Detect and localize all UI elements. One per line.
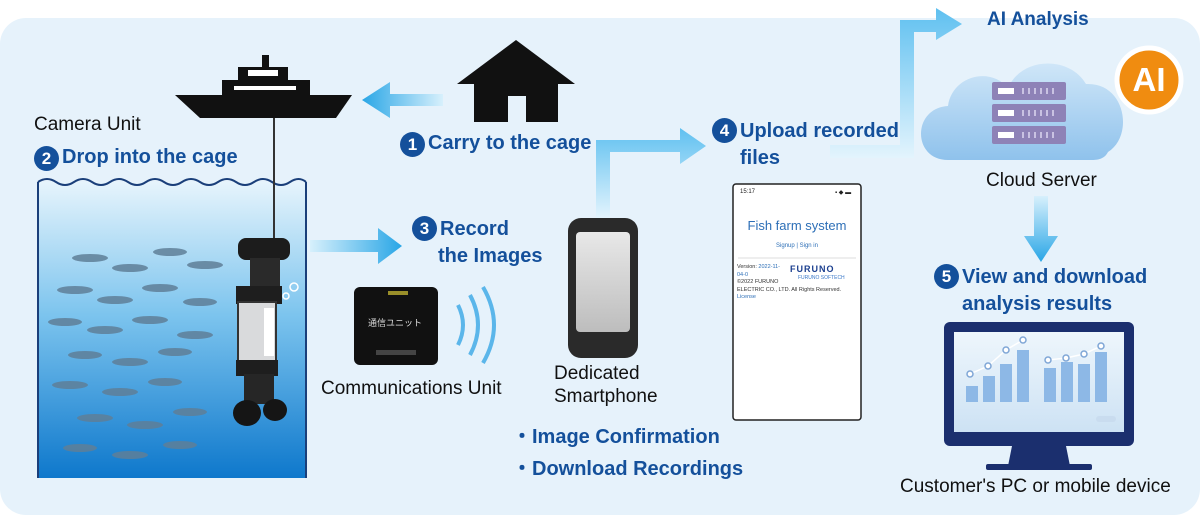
step-number-badge: 1 — [400, 132, 425, 157]
step-text: Upload recorded — [740, 120, 899, 142]
step-text: Carry to the cage — [428, 132, 592, 154]
feature-download-recordings: ・Download Recordings — [512, 458, 744, 480]
ship-icon — [175, 55, 352, 118]
step-number-badge: 2 — [34, 146, 59, 171]
copyright-line: ©2022 FURUNO — [737, 279, 779, 285]
step-number-badge: 5 — [934, 264, 959, 289]
step-text-block: View and download analysis results — [962, 264, 1147, 318]
wireless-signal-icon — [456, 285, 496, 365]
camera-unit-icon — [233, 238, 299, 426]
version-value: 2022-11- — [758, 264, 781, 270]
house-icon — [457, 40, 575, 122]
ai-badge-icon — [1114, 45, 1184, 115]
step-text: files — [740, 147, 781, 169]
step-text-block: Record the Images — [438, 216, 543, 270]
step-text-block: Upload recorded files — [740, 118, 899, 172]
step-text: View and download — [962, 266, 1148, 288]
ai-analysis-label: AI Analysis — [987, 9, 1089, 30]
smartphone-label-line: Smartphone — [554, 386, 658, 407]
dedicated-smartphone-label: Dedicated Smartphone — [554, 362, 658, 408]
step-text: Drop into the cage — [62, 146, 238, 168]
communications-unit-label: Communications Unit — [321, 378, 502, 399]
step-1: 1 Carry to the cage — [400, 132, 591, 157]
version-info: Version: 2022-11- 04-0 ©2022 FURUNO — [737, 264, 797, 287]
status-icons: ▪ ◆ ▬ — [835, 190, 852, 196]
upload-arrow — [596, 128, 706, 218]
step-text: analysis results — [962, 293, 1113, 315]
smartphone-label-line: Dedicated — [554, 363, 640, 384]
version-label: Version: — [737, 264, 757, 270]
ai-analysis-arrow — [830, 8, 962, 158]
ai-badge-text: AI — [1132, 61, 1166, 98]
signin-link[interactable]: Sign in — [799, 243, 818, 249]
license-link[interactable]: License — [737, 294, 756, 300]
customer-device-label: Customer's PC or mobile device — [900, 476, 1171, 497]
cloud-server-icon — [921, 63, 1124, 160]
furuno-logo: FURUNO — [790, 264, 835, 274]
furuno-softech-logo: FURUNO SOFTECH — [798, 275, 845, 281]
version-value-cont: 04-0 — [737, 271, 749, 278]
step-text: Record — [440, 218, 509, 240]
step-4: 4 Upload recorded files — [712, 118, 899, 172]
communications-unit-icon — [354, 287, 438, 365]
step-number-badge: 4 — [712, 118, 737, 143]
phone-status-time: 15:17 — [740, 189, 756, 195]
dedicated-smartphone-icon — [568, 218, 638, 358]
monitor-icon — [944, 322, 1134, 470]
carry-arrow — [362, 82, 443, 118]
cloud-server-label: Cloud Server — [986, 170, 1097, 191]
signup-link[interactable]: Signup — [776, 243, 795, 249]
step-number-badge: 3 — [412, 216, 437, 241]
water-surface-wave — [37, 178, 307, 186]
auth-links: Signup | Sign in — [733, 243, 861, 249]
step-5: 5 View and download analysis results — [934, 264, 1147, 318]
camera-unit-label: Camera Unit — [34, 114, 141, 135]
step-3: 3 Record the Images — [412, 216, 542, 270]
record-arrow — [310, 228, 402, 264]
step-2: 2 Drop into the cage — [34, 146, 238, 171]
app-title: Fish farm system — [747, 218, 847, 233]
step-text: the Images — [438, 245, 543, 267]
app-screenshot-frame — [732, 183, 862, 421]
comm-unit-device-text: 通信ユニット — [368, 319, 423, 329]
version-row: Version: 2022-11- — [737, 264, 797, 272]
download-arrow — [1024, 196, 1058, 262]
feature-image-confirmation: ・Image Confirmation — [512, 426, 720, 448]
fish-school-icon — [48, 248, 223, 459]
copyright-line-2: ELECTRIC CO., LTD. All Rights Reserved. — [737, 287, 842, 293]
link-separator: | — [796, 243, 798, 249]
